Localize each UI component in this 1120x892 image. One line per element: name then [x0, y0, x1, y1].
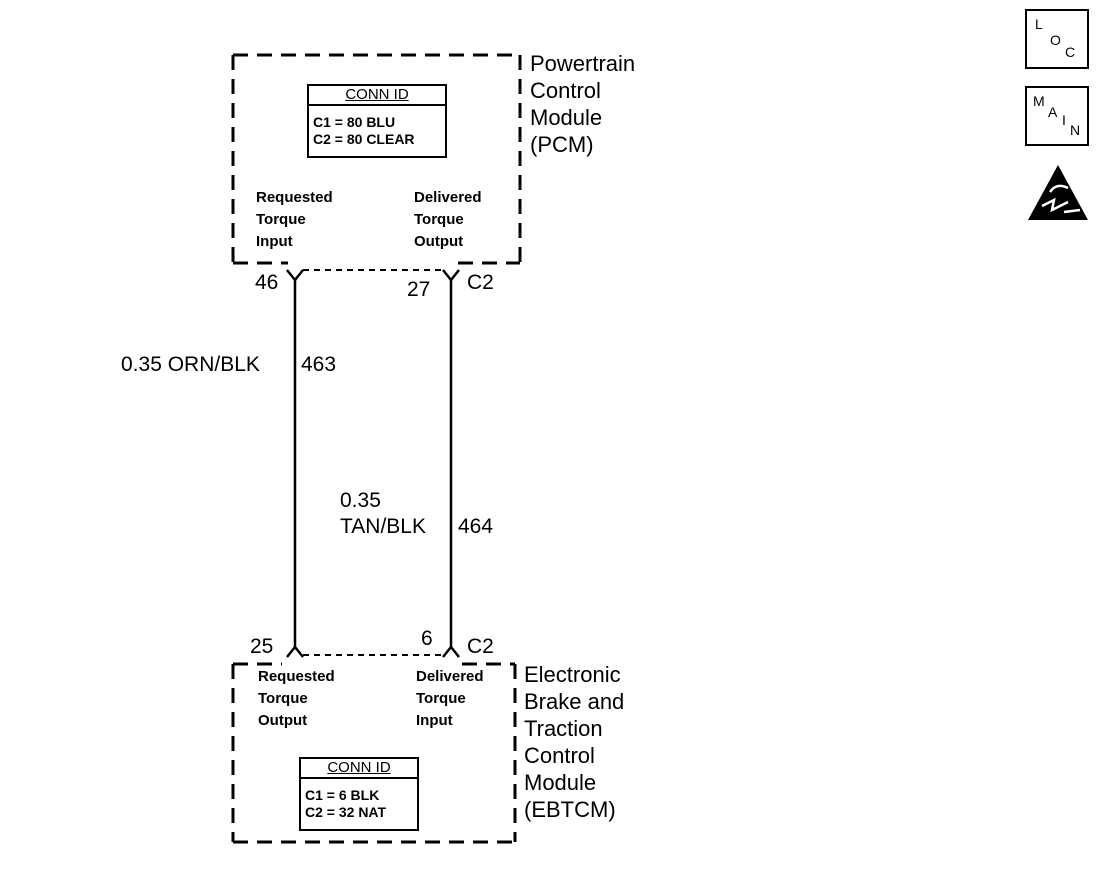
- ebtcm-requested-torque-output-label: Requested Torque Output: [258, 668, 335, 729]
- wire-464-circuit: 464: [458, 515, 494, 538]
- ebtcm-conn-row: C1 = 6 BLK: [305, 787, 380, 803]
- pcm-outline: [231, 53, 522, 271]
- esd-warning-icon[interactable]: [1024, 162, 1092, 224]
- ebtcm-conn-id-header: CONN ID: [301, 759, 417, 779]
- main-icon[interactable]: M A I N: [1025, 86, 1089, 146]
- ebtcm-pin-25: 25: [250, 635, 274, 658]
- ebtcm-pin-6: 6: [421, 627, 433, 650]
- pcm-conn-id-table: CONN ID C1 = 80 BLU C2 = 80 CLEAR: [307, 84, 447, 158]
- pcm-connector-c2: C2: [467, 271, 494, 294]
- pcm-requested-torque-input-label: Requested Torque Input: [256, 189, 333, 250]
- pcm-module-name: Powertrain Control Module (PCM): [530, 51, 636, 157]
- pcm-conn-row: C2 = 80 CLEAR: [313, 131, 415, 147]
- main-icon-letter: A: [1048, 104, 1058, 120]
- wire-463-circuit: 463: [301, 353, 337, 376]
- ebtcm-outline: [231, 654, 517, 844]
- pcm-delivered-torque-output-label: Delivered Torque Output: [414, 189, 482, 250]
- ebtcm-conn-row: C2 = 32 NAT: [305, 804, 387, 820]
- main-icon-letter: I: [1062, 112, 1066, 128]
- wire-463-spec: 0.35 ORN/BLK: [121, 353, 260, 376]
- loc-icon-letter: L: [1035, 16, 1043, 32]
- wire-464-spec: 0.35 TAN/BLK: [340, 489, 426, 538]
- pcm-conn-id-header: CONN ID: [309, 86, 445, 106]
- wire-464: [442, 269, 460, 658]
- ebtcm-connector-c2: C2: [467, 635, 494, 658]
- ebtcm-conn-id-table: CONN ID C1 = 6 BLK C2 = 32 NAT: [299, 757, 419, 831]
- ebtcm-module-name: Electronic Brake and Traction Control Mo…: [524, 662, 625, 822]
- pcm-pin-46: 46: [255, 271, 279, 294]
- loc-icon-letter: C: [1065, 44, 1076, 60]
- pcm-conn-row: C1 = 80 BLU: [313, 114, 396, 130]
- main-icon-letter: M: [1033, 93, 1045, 109]
- loc-icon-letter: O: [1050, 32, 1061, 48]
- pcm-pin-27: 27: [407, 278, 431, 301]
- main-icon-letter: N: [1070, 122, 1081, 138]
- wire-463: [286, 269, 304, 658]
- ebtcm-delivered-torque-input-label: Delivered Torque Input: [416, 668, 484, 729]
- loc-icon[interactable]: L O C: [1025, 9, 1089, 69]
